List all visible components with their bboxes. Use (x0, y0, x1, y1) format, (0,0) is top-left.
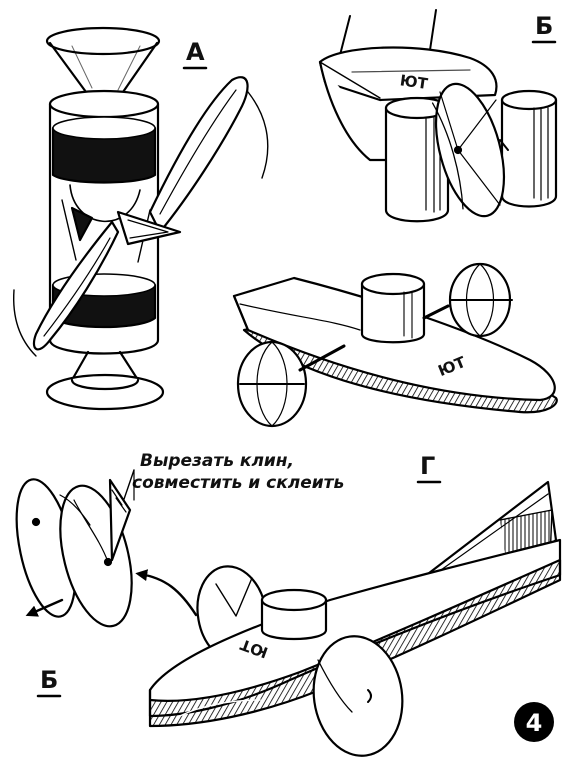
bottom-stand-base (45, 373, 165, 411)
deck-cylinder (360, 282, 426, 344)
figure-g-boat-side: ЮТ (232, 262, 558, 428)
label-a: А (186, 38, 205, 66)
figure-b-top-boat-front: ЮТ (318, 9, 558, 223)
label-b-bottom: Б (40, 666, 58, 694)
cone-rotor-detail (15, 478, 133, 628)
figure-number: 4 (526, 709, 543, 737)
top-funnel-cone (48, 41, 159, 94)
rotor-sphere-left (236, 340, 346, 428)
label-b-top: Б (535, 12, 553, 40)
caption-line-2: совместить и склеить (132, 473, 344, 493)
caption-line-1: Вырезать клин, (140, 451, 294, 471)
bottom-boat: ЮТ (148, 480, 562, 757)
arrow-small (25, 598, 64, 617)
hull-text-top: ЮТ (399, 71, 430, 93)
figure-a-jar-propeller (13, 26, 269, 411)
bottom-stand (70, 350, 140, 382)
rotor-disk (434, 82, 506, 218)
propeller-blade-upper (148, 76, 249, 234)
propeller-blade-lower (32, 220, 120, 351)
rotor-sphere-right (422, 262, 513, 338)
figure-number-badge (514, 702, 554, 742)
propeller-spinner (116, 210, 182, 246)
label-g: Г (420, 452, 435, 480)
jar-top-rim (48, 89, 160, 119)
top-funnel-rim (45, 26, 161, 56)
front-rotor (312, 635, 404, 757)
cylinder-left (384, 106, 450, 223)
arrow-curved (135, 569, 198, 617)
bottom-boat-side (148, 558, 562, 728)
